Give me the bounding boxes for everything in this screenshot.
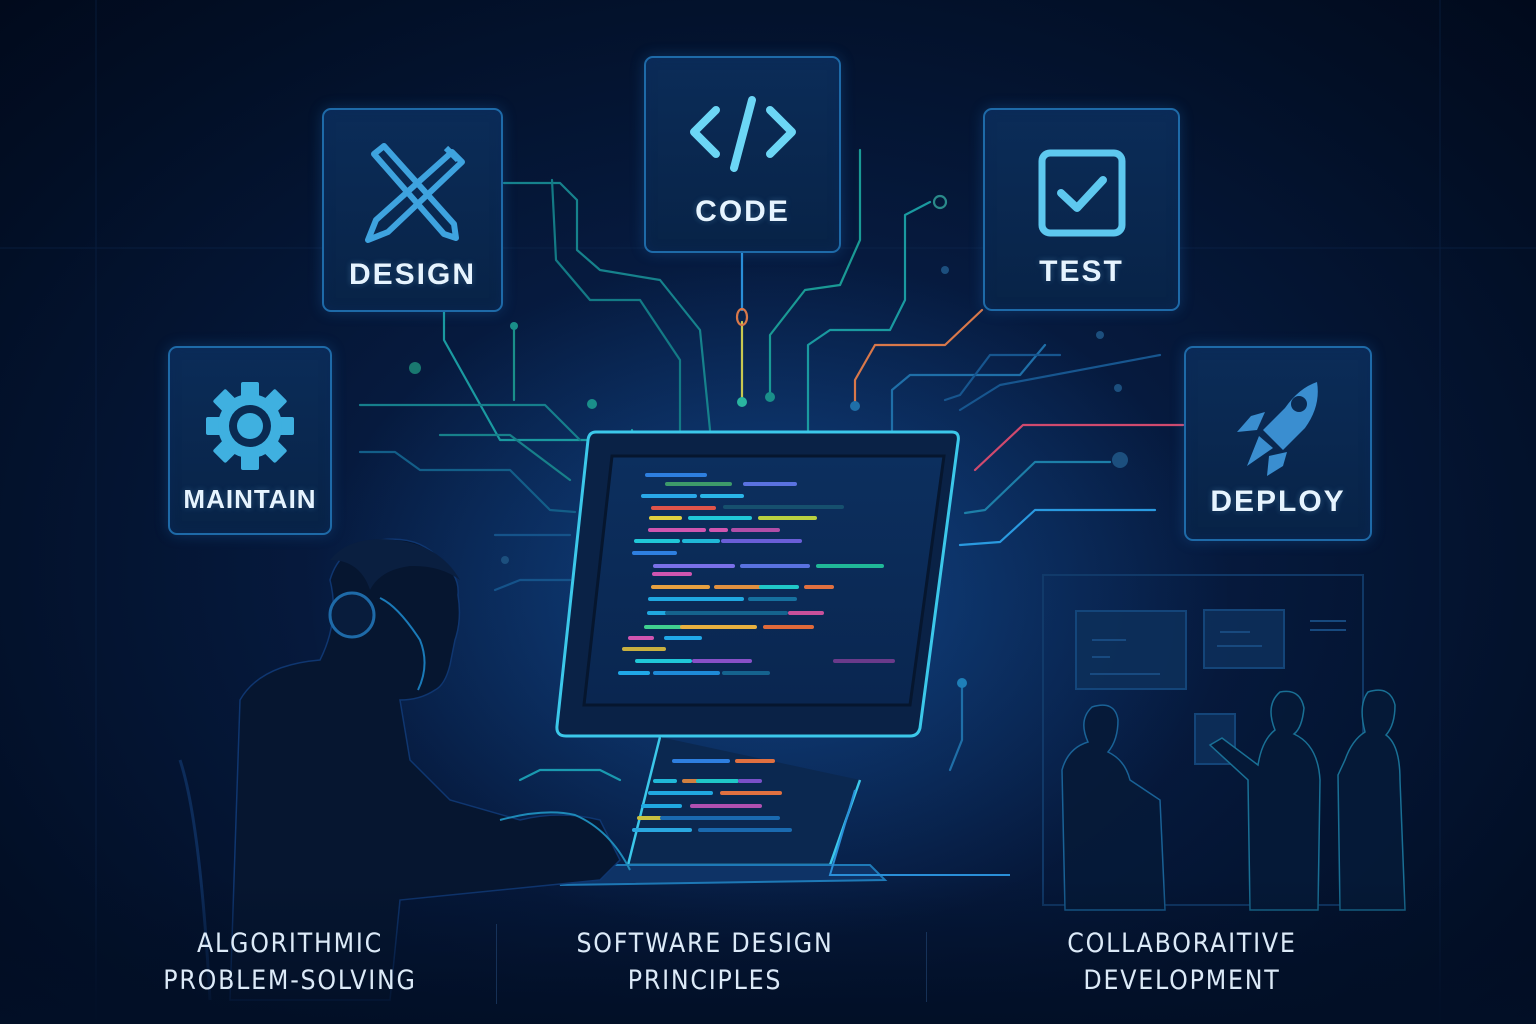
- gear-icon: [206, 382, 294, 470]
- stage-label: CODE: [695, 195, 790, 228]
- caption-line: SOFTWARE DESIGN: [576, 928, 834, 959]
- monitor: [555, 430, 960, 738]
- team-collaboration-scene: [1042, 574, 1406, 911]
- caption-divider: [926, 932, 927, 1002]
- stage-card-test[interactable]: TEST: [983, 108, 1180, 311]
- pencils-crossed-icon: [364, 143, 465, 243]
- code-brackets-icon: [689, 96, 796, 172]
- stage-label: TEST: [1039, 255, 1124, 288]
- stage-card-design[interactable]: DESIGN: [322, 108, 503, 312]
- stage-card-deploy[interactable]: DEPLOY: [1184, 346, 1372, 541]
- caption-line: PRINCIPLES: [627, 965, 783, 996]
- stage-card-code[interactable]: CODE: [644, 56, 841, 253]
- stage-label: MAINTAIN: [183, 484, 317, 514]
- caption-software-design-principles: SOFTWARE DESIGN PRINCIPLES: [555, 925, 854, 999]
- rocket-icon: [1237, 382, 1318, 476]
- caption-line: DEVELOPMENT: [1083, 965, 1281, 996]
- stage-card-maintain[interactable]: MAINTAIN: [168, 346, 332, 535]
- caption-algorithmic-problem-solving: ALGORITHMIC PROBLEM-SOLVING: [140, 925, 439, 999]
- stage-label: DEPLOY: [1210, 485, 1346, 518]
- code-lines: [618, 473, 895, 675]
- checkbox-icon: [1038, 149, 1125, 237]
- stage-label: DESIGN: [348, 258, 477, 291]
- caption-line: PROBLEM-SOLVING: [163, 965, 417, 996]
- caption-line: ALGORITHMIC: [197, 928, 383, 959]
- caption-line: COLLABORAITIVE: [1067, 928, 1297, 959]
- caption-divider: [496, 924, 497, 1004]
- caption-collaborative-development: COLLABORAITIVE DEVELOPMENT: [1032, 925, 1331, 999]
